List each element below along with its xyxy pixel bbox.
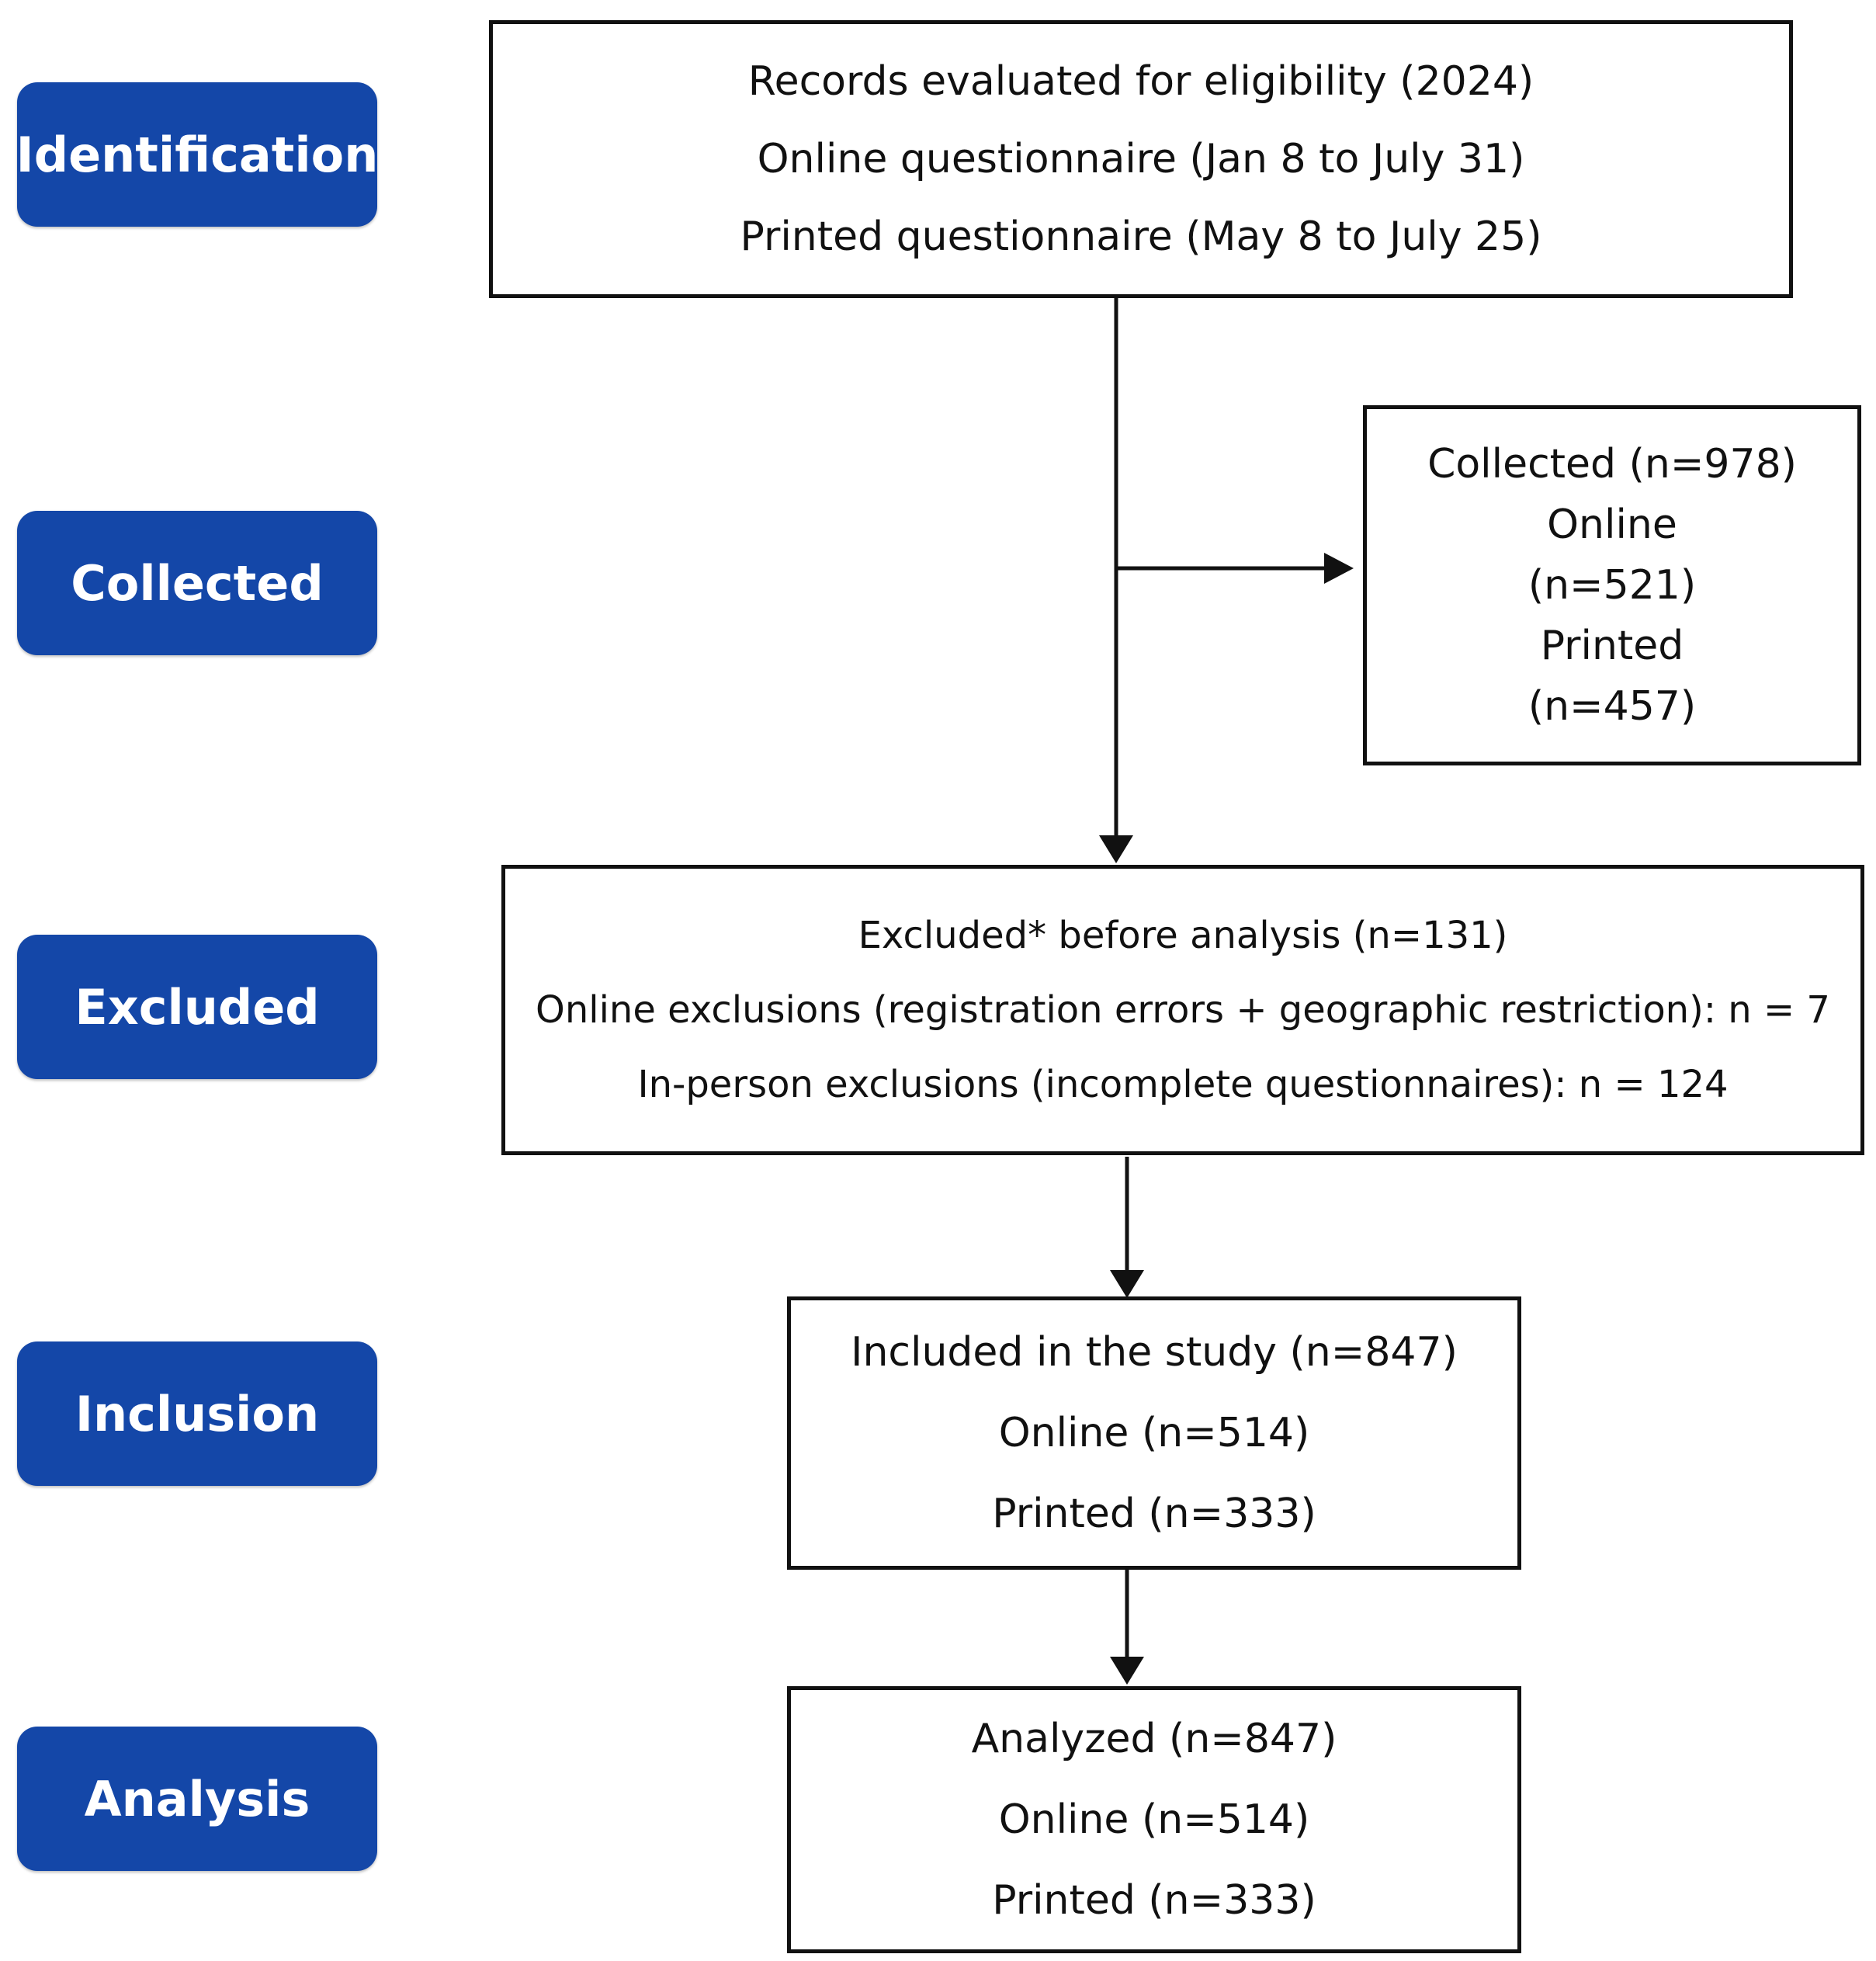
stage-label-text: Excluded — [75, 978, 320, 1036]
inclusion-line-2: Online (n=514) — [998, 1410, 1310, 1456]
inclusion-line-3: Printed (n=333) — [992, 1491, 1316, 1537]
collected-line-3: (n=521) — [1528, 562, 1697, 609]
stage-label-text: Inclusion — [75, 1385, 320, 1442]
inclusion-box: Included in the study (n=847) Online (n=… — [787, 1296, 1521, 1570]
analysis-line-2: Online (n=514) — [998, 1796, 1310, 1843]
identification-line-2: Online questionnaire (Jan 8 to July 31) — [757, 136, 1525, 182]
stage-label-excluded: Excluded — [17, 935, 377, 1079]
collected-line-4: Printed — [1540, 623, 1684, 669]
identification-line-1: Records evaluated for eligibility (2024) — [747, 58, 1534, 105]
inclusion-line-1: Included in the study (n=847) — [851, 1329, 1458, 1376]
arrowhead-analysis — [1110, 1657, 1144, 1685]
analysis-box: Analyzed (n=847) Online (n=514) Printed … — [787, 1686, 1521, 1953]
stage-label-analysis: Analysis — [17, 1727, 377, 1871]
stage-label-text: Analysis — [84, 1770, 310, 1827]
collected-line-2: Online — [1547, 502, 1677, 548]
collected-line-5: (n=457) — [1528, 683, 1697, 730]
identification-line-3: Printed questionnaire (May 8 to July 25) — [740, 213, 1542, 260]
stage-label-text: Identification — [16, 126, 379, 183]
excluded-line-1: Excluded* before analysis (n=131) — [858, 914, 1508, 957]
excluded-line-2: Online exclusions (registration errors +… — [536, 988, 1830, 1032]
arrowhead-excluded-top — [1099, 835, 1133, 863]
collected-line-1: Collected (n=978) — [1427, 441, 1797, 488]
analysis-line-3: Printed (n=333) — [992, 1877, 1316, 1924]
stage-label-text: Collected — [71, 554, 324, 612]
excluded-box: Excluded* before analysis (n=131) Online… — [501, 865, 1864, 1155]
arrowhead-collected — [1324, 553, 1354, 584]
excluded-line-3: In-person exclusions (incomplete questio… — [637, 1063, 1729, 1106]
collected-box: Collected (n=978) Online (n=521) Printed… — [1363, 405, 1861, 765]
analysis-line-1: Analyzed (n=847) — [971, 1716, 1337, 1762]
stage-label-inclusion: Inclusion — [17, 1341, 377, 1486]
stage-label-collected: Collected — [17, 511, 377, 655]
stage-label-identification: Identification — [16, 82, 379, 227]
arrowhead-inclusion — [1110, 1270, 1144, 1298]
identification-box: Records evaluated for eligibility (2024)… — [489, 20, 1793, 298]
